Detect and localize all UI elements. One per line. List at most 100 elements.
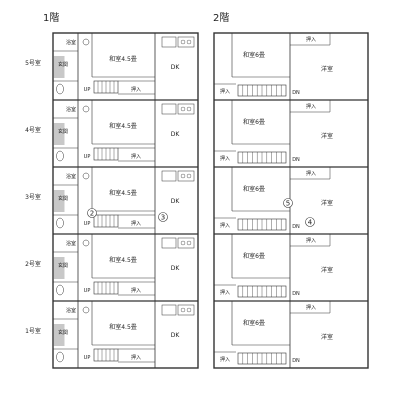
dk-label: DK — [171, 332, 181, 339]
entry-tile — [53, 324, 65, 346]
bath-label: 浴室 — [66, 240, 76, 247]
stove — [177, 36, 195, 48]
toilet — [56, 83, 64, 95]
up-label: UP — [84, 221, 91, 227]
unit-number-label: 2号室 — [25, 260, 41, 268]
dn-label: DN — [292, 358, 300, 364]
floor-1-title: 1階 — [43, 12, 59, 24]
entry-label: 玄関 — [58, 195, 68, 202]
bath-label: 浴室 — [66, 173, 76, 180]
burner — [180, 39, 186, 45]
unit-number-label: 3号室 — [25, 193, 41, 201]
sink — [82, 306, 90, 314]
entry-label: 玄関 — [58, 128, 68, 135]
burner — [186, 173, 192, 179]
unit-number-label: 5号室 — [25, 59, 41, 67]
closet-label: 押入 — [131, 86, 141, 93]
dk-label: DK — [171, 131, 181, 138]
bath-label: 浴室 — [66, 106, 76, 113]
closet-top-label: 押入 — [306, 237, 316, 244]
western-room-label: 洋室 — [321, 266, 333, 274]
entry-tile — [53, 56, 65, 78]
japanese-room-label: 和室4.5畳 — [109, 122, 137, 130]
unit-number-label: 4号室 — [25, 126, 41, 134]
floor-2-outline — [213, 32, 369, 369]
closet-bottom-label: 押入 — [220, 289, 230, 296]
dk-label: DK — [171, 64, 181, 71]
toilet — [56, 150, 64, 162]
japanese-room-label: 和室4.5畳 — [109, 55, 137, 63]
up-label: UP — [84, 154, 91, 160]
western-room-label: 洋室 — [321, 199, 333, 207]
toilet — [56, 351, 64, 363]
toilet — [56, 284, 64, 296]
up-label: UP — [84, 87, 91, 93]
dn-label: DN — [292, 157, 300, 163]
up-label: UP — [84, 288, 91, 294]
closet-bottom-label: 押入 — [220, 155, 230, 162]
sink-counter — [161, 170, 177, 182]
sink-counter — [161, 304, 177, 316]
sink — [82, 172, 90, 180]
marker-number: 2 — [90, 210, 94, 218]
sink-counter — [161, 103, 177, 115]
closet-top-label: 押入 — [306, 304, 316, 311]
burner — [186, 39, 192, 45]
sink — [82, 105, 90, 113]
entry-tile — [53, 257, 65, 279]
marker-circle — [158, 212, 168, 222]
japanese-room-label: 和室6畳 — [243, 118, 265, 126]
marker-circle — [305, 217, 315, 227]
up-label: UP — [84, 355, 91, 361]
closet-label: 押入 — [131, 287, 141, 294]
burner — [180, 106, 186, 112]
japanese-room-label: 和室6畳 — [243, 51, 265, 59]
sink-counter — [161, 36, 177, 48]
marker-circle — [87, 208, 97, 218]
bath-label: 浴室 — [66, 307, 76, 314]
floor-2-title: 2階 — [213, 12, 229, 24]
floor-1-outline — [52, 32, 199, 369]
closet-top-label: 押入 — [306, 103, 316, 110]
closet-bottom-label: 押入 — [220, 356, 230, 363]
unit-number-label: 1号室 — [25, 327, 41, 335]
marker-circle — [283, 198, 293, 208]
burner — [186, 106, 192, 112]
japanese-room-label: 和室4.5畳 — [109, 189, 137, 197]
entry-label: 玄関 — [58, 329, 68, 336]
dn-label: DN — [292, 224, 300, 230]
burner — [180, 307, 186, 313]
closet-top-label: 押入 — [306, 170, 316, 177]
burner — [180, 240, 186, 246]
closet-bottom-label: 押入 — [220, 88, 230, 95]
marker-number: 3 — [161, 214, 165, 222]
sink — [82, 239, 90, 247]
sink-counter — [161, 237, 177, 249]
sink — [82, 38, 90, 46]
entry-label: 玄関 — [58, 61, 68, 68]
entry-tile — [53, 123, 65, 145]
burner — [180, 173, 186, 179]
closet-label: 押入 — [131, 354, 141, 361]
burner — [186, 307, 192, 313]
stove — [177, 103, 195, 115]
dk-label: DK — [171, 198, 181, 205]
stove — [177, 304, 195, 316]
marker-number: 5 — [286, 200, 290, 208]
entry-tile — [53, 190, 65, 212]
stove — [177, 237, 195, 249]
dn-label: DN — [292, 90, 300, 96]
western-room-label: 洋室 — [321, 333, 333, 341]
japanese-room-label: 和室6畳 — [243, 319, 265, 327]
